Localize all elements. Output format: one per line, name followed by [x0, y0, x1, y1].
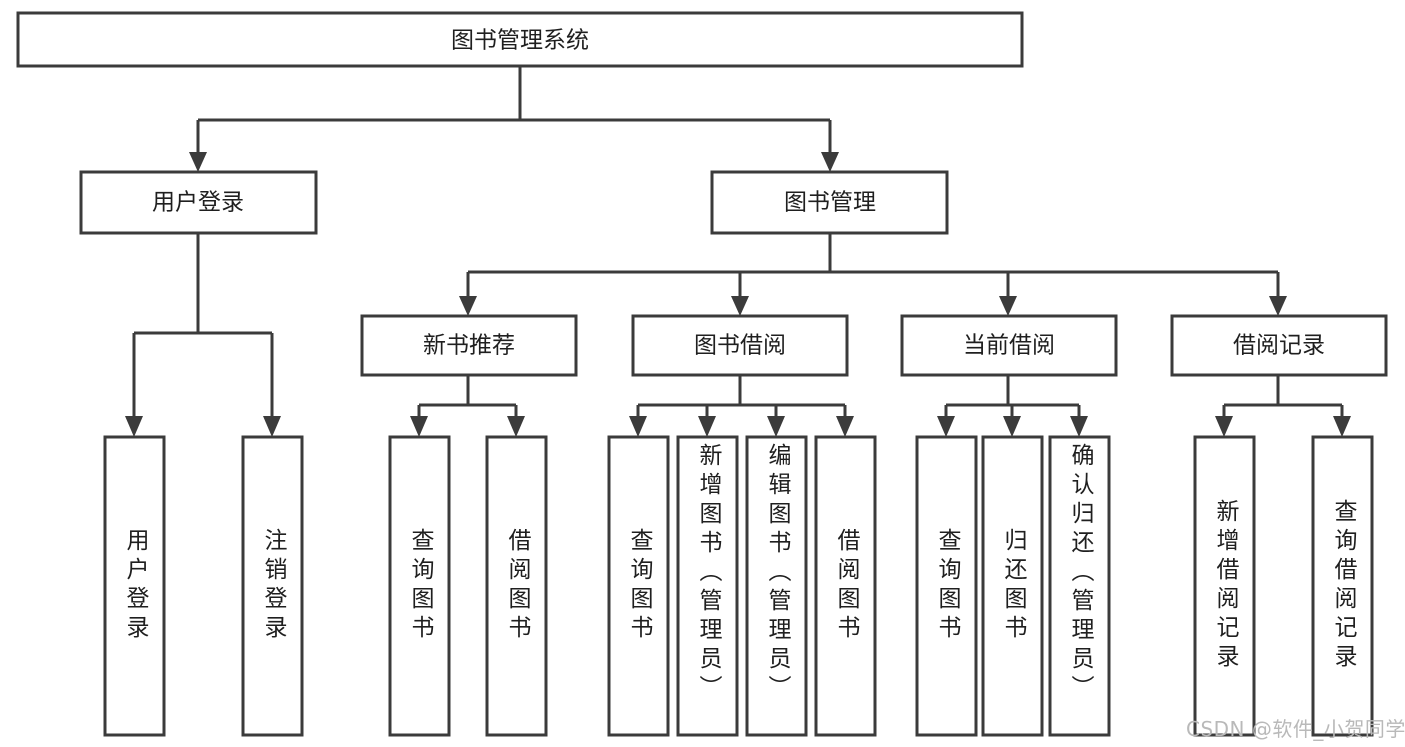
arrow-head-leaf-cb-3: [1070, 416, 1088, 437]
node-current-borrow-label: 当前借阅: [963, 333, 1055, 359]
arrow-head-book-mgmt: [821, 152, 839, 172]
arrow-head-leaf-bb-3: [767, 416, 785, 437]
arrow-head-borrow-record: [1269, 296, 1287, 316]
arrow-head-leaf-nb-1: [410, 416, 428, 437]
node-new-book-recommend-box[interactable]: [360, 314, 578, 377]
leaf-box-logout[interactable]: [241, 435, 304, 737]
node-user-login-box[interactable]: [79, 170, 318, 235]
node-book-borrow[interactable]: 图书借阅: [631, 314, 849, 377]
leaf-box-bb-edit-book[interactable]: [745, 435, 808, 737]
leaf-box-br-add-record[interactable]: [1193, 435, 1256, 737]
leaf-box-cb-query-book[interactable]: [915, 435, 978, 737]
node-book-management-box[interactable]: [710, 170, 949, 235]
leaf-box-cb-confirm-return[interactable]: [1048, 435, 1111, 737]
arrow-head-leaf-user-login: [125, 416, 143, 437]
arrow-head-user-login: [189, 152, 207, 172]
node-book-management[interactable]: 图书管理: [710, 170, 949, 235]
node-root[interactable]: 图书管理系统: [16, 11, 1024, 68]
node-borrow-record-label: 借阅记录: [1233, 333, 1325, 359]
node-new-book-recommend[interactable]: 新书推荐: [360, 314, 578, 377]
arrow-head-leaf-br-1: [1215, 416, 1233, 437]
arrow-head-leaf-cb-1: [937, 416, 955, 437]
leaf-box-bb-add-book[interactable]: [676, 435, 739, 737]
node-borrow-record-box[interactable]: [1170, 314, 1388, 377]
node-root-box[interactable]: [16, 11, 1024, 68]
node-user-login[interactable]: 用户登录: [79, 170, 318, 235]
leaf-box-user-login[interactable]: [103, 435, 166, 737]
leaf-box-cb-return-book[interactable]: [981, 435, 1044, 737]
node-new-book-recommend-label: 新书推荐: [423, 333, 515, 359]
node-book-management-label: 图书管理: [784, 190, 876, 216]
leaf-box-nb-borrow-book[interactable]: [485, 435, 548, 737]
arrow-head-leaf-br-2: [1333, 416, 1351, 437]
leaf-box-bb-query-book[interactable]: [607, 435, 670, 737]
node-book-borrow-box[interactable]: [631, 314, 849, 377]
leaf-box-nb-query-book[interactable]: [388, 435, 451, 737]
arrow-head-book-borrow: [731, 296, 749, 316]
node-borrow-record[interactable]: 借阅记录: [1170, 314, 1388, 377]
arrow-head-current-borrow: [999, 296, 1017, 316]
arrow-head-leaf-logout: [263, 416, 281, 437]
connector-group: [125, 66, 1351, 437]
arrow-head-leaf-cb-2: [1003, 416, 1021, 437]
arrow-head-leaf-nb-2: [507, 416, 525, 437]
node-root-label: 图书管理系统: [451, 28, 589, 54]
arrow-head-leaf-bb-2: [698, 416, 716, 437]
node-current-borrow-box[interactable]: [900, 314, 1118, 377]
arrow-head-new-book: [459, 296, 477, 316]
node-user-login-label: 用户登录: [152, 190, 244, 216]
csdn-watermark: CSDN @软件_小贺同学: [1186, 717, 1405, 741]
leaf-box-bb-borrow-book[interactable]: [814, 435, 877, 737]
node-book-borrow-label: 图书借阅: [694, 333, 786, 359]
arrow-head-leaf-bb-1: [629, 416, 647, 437]
leaf-box-br-query-record[interactable]: [1311, 435, 1374, 737]
arrow-head-leaf-bb-4: [836, 416, 854, 437]
node-current-borrow[interactable]: 当前借阅: [900, 314, 1118, 377]
